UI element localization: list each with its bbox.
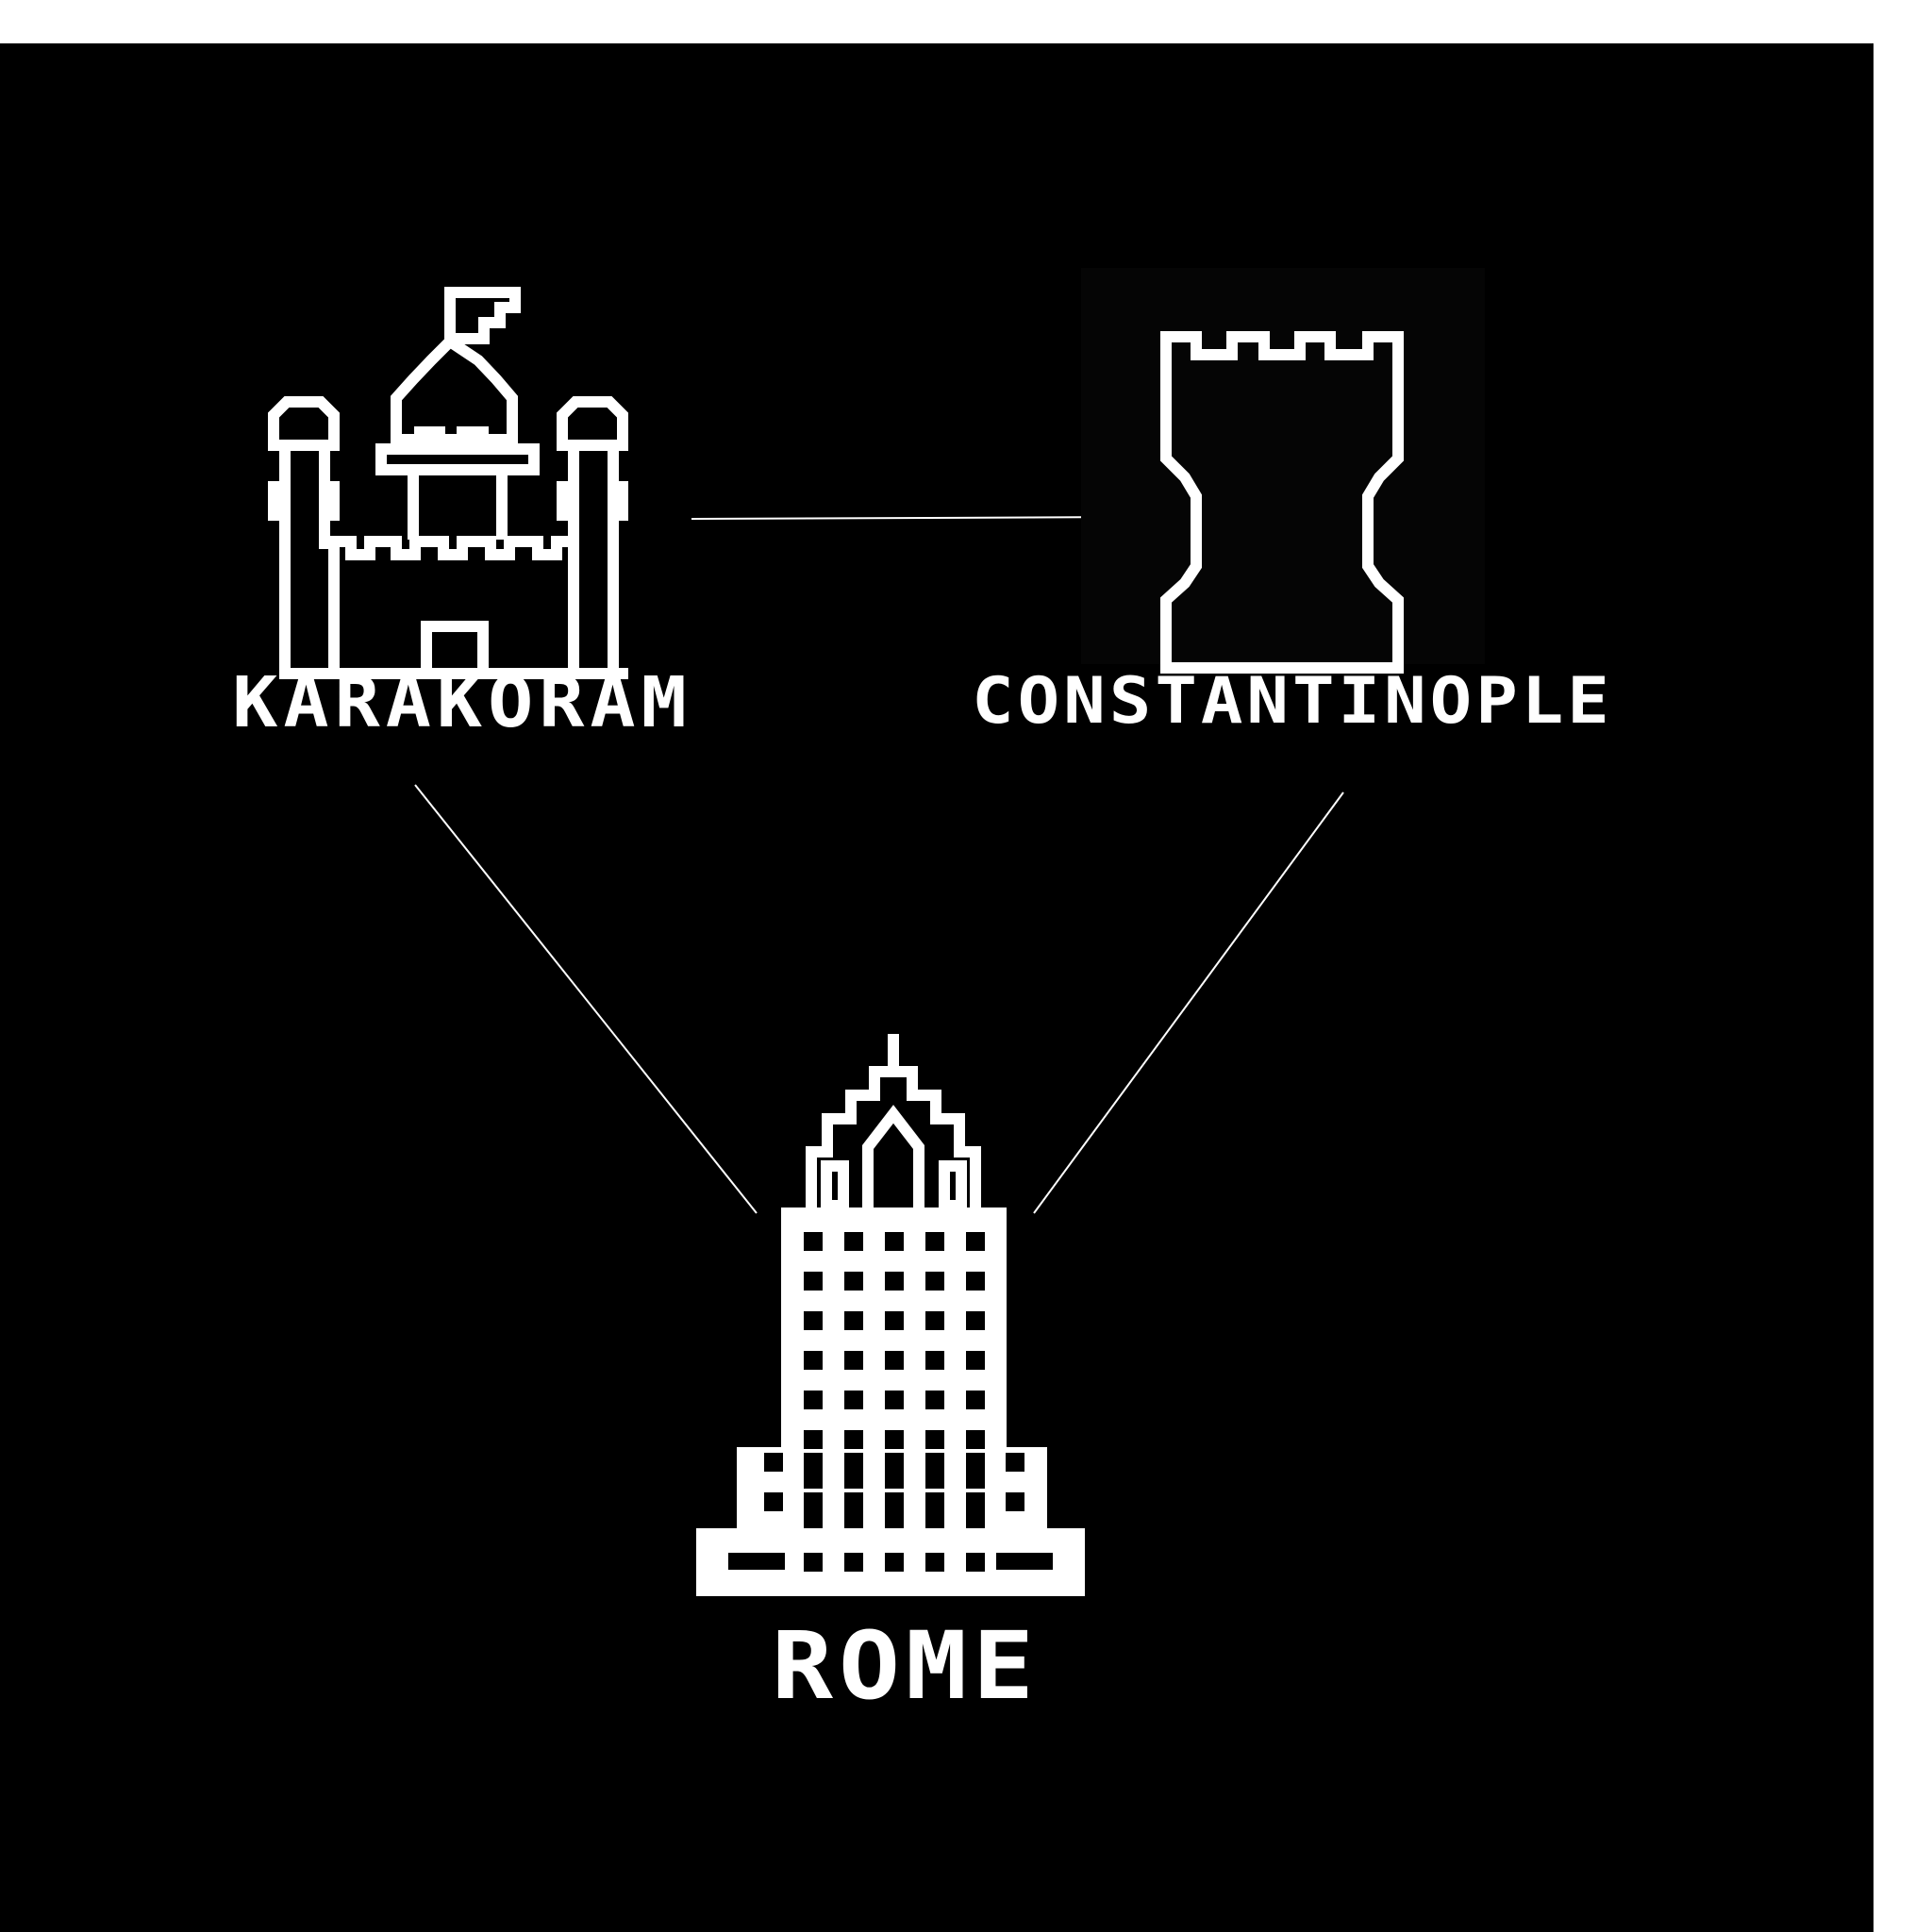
window-cell — [925, 1509, 944, 1528]
window-cell — [966, 1351, 985, 1370]
window-cell — [885, 1509, 904, 1528]
window-cell — [844, 1453, 863, 1472]
window-cell — [925, 1430, 944, 1449]
window-cell — [925, 1492, 944, 1511]
window-cell — [804, 1470, 823, 1489]
window-cell — [966, 1453, 985, 1472]
window-cell — [925, 1470, 944, 1489]
window-cell — [885, 1232, 904, 1251]
window-cell — [966, 1553, 985, 1572]
window-cell — [844, 1351, 863, 1370]
window-cell — [804, 1272, 823, 1291]
window-cell — [925, 1232, 944, 1251]
edge-karakoram-rome — [414, 784, 758, 1214]
window-cell — [804, 1391, 823, 1409]
window-cell — [844, 1272, 863, 1291]
window-cell — [885, 1311, 904, 1330]
window-cell — [885, 1492, 904, 1511]
skyscraper-windows — [702, 1219, 1079, 1591]
window-cell — [925, 1391, 944, 1409]
window-cell — [885, 1391, 904, 1409]
castle-icon — [268, 287, 628, 679]
window-cell — [885, 1470, 904, 1489]
edge-karakoram-constantinople — [691, 516, 1144, 520]
base-slot — [996, 1553, 1053, 1570]
window-cell — [844, 1391, 863, 1409]
rook-tower-icon — [1081, 268, 1485, 674]
window-cell — [966, 1509, 985, 1528]
window-cell — [844, 1509, 863, 1528]
window-cell — [885, 1453, 904, 1472]
window-cell — [885, 1430, 904, 1449]
window-cell — [844, 1553, 863, 1572]
window-cell — [844, 1430, 863, 1449]
window-cell — [925, 1272, 944, 1291]
window-cell — [844, 1470, 863, 1489]
window-cell — [966, 1272, 985, 1291]
window-cell — [1006, 1492, 1024, 1511]
window-cell — [925, 1453, 944, 1472]
window-cell — [885, 1272, 904, 1291]
window-cell — [1006, 1453, 1024, 1472]
window-cell — [885, 1553, 904, 1572]
window-cell — [804, 1311, 823, 1330]
window-cell — [804, 1492, 823, 1511]
window-cell — [966, 1311, 985, 1330]
diagram-svg — [268, 268, 1485, 1596]
diagram-canvas: KARAKORAM CONSTANTINOPLE ROME — [0, 43, 1874, 1932]
label-karakoram: KARAKORAM — [232, 661, 692, 743]
window-cell — [966, 1391, 985, 1409]
window-cell — [844, 1311, 863, 1330]
window-cell — [966, 1470, 985, 1489]
window-cell — [804, 1430, 823, 1449]
window-cell — [966, 1492, 985, 1511]
window-cell — [804, 1553, 823, 1572]
label-constantinople: CONSTANTINOPLE — [972, 663, 1613, 739]
window-cell — [764, 1453, 783, 1472]
window-cell — [804, 1232, 823, 1251]
window-cell — [844, 1232, 863, 1251]
window-cell — [925, 1553, 944, 1572]
rook-icon-backdrop — [1081, 268, 1485, 664]
window-cell — [804, 1509, 823, 1528]
label-rome: ROME — [771, 1612, 1041, 1721]
window-cell — [804, 1351, 823, 1370]
window-cell — [844, 1492, 863, 1511]
window-cell — [885, 1351, 904, 1370]
window-cell — [966, 1430, 985, 1449]
window-cell — [925, 1311, 944, 1330]
window-cell — [764, 1492, 783, 1511]
base-slot — [728, 1553, 785, 1570]
edge-constantinople-rome — [1033, 791, 1344, 1214]
window-cell — [804, 1453, 823, 1472]
window-cell — [966, 1232, 985, 1251]
window-cell — [925, 1351, 944, 1370]
